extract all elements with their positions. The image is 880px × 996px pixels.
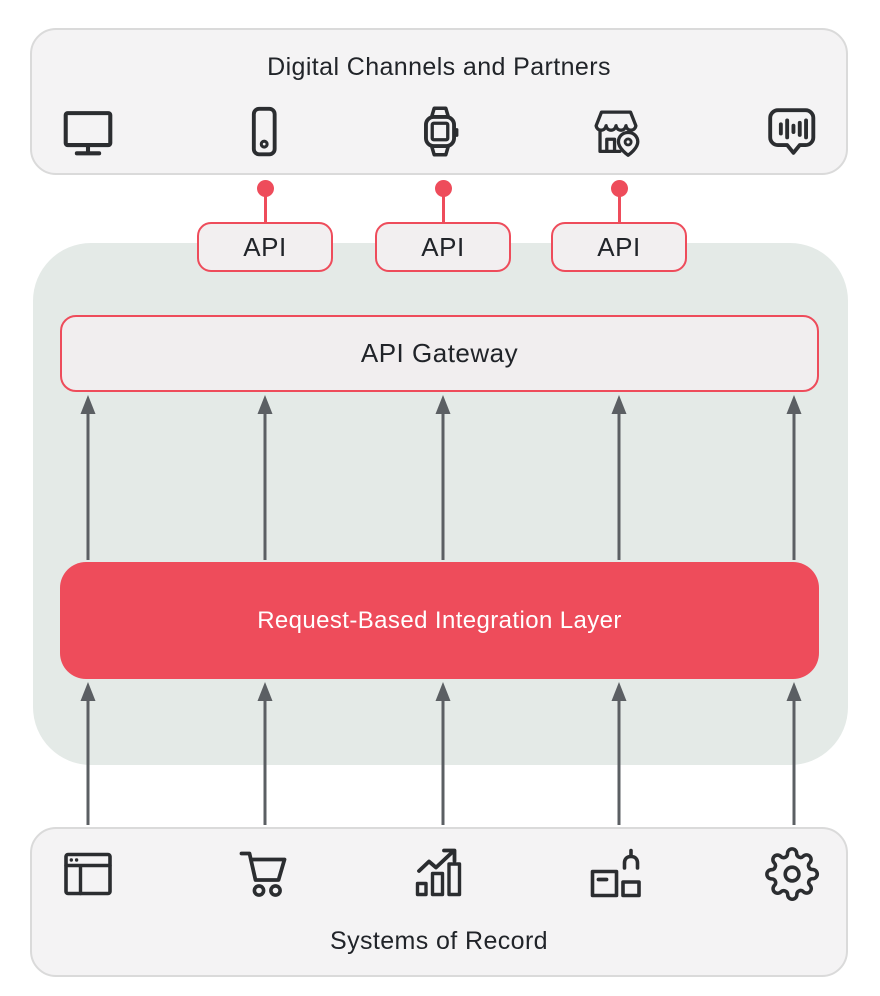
connector-stem [263, 188, 267, 224]
api-chip: API [197, 222, 333, 272]
connector-stem [617, 188, 621, 224]
voice-assistant-icon [761, 101, 823, 163]
api-chip-label: API [421, 231, 465, 262]
production-icon [584, 842, 648, 906]
api-chip-label: API [243, 231, 287, 262]
systems-icon-row [32, 842, 846, 906]
systems-panel: Systems of Record [30, 827, 848, 977]
web-app-icon [56, 842, 120, 906]
channels-panel: Digital Channels and Partners [30, 28, 848, 175]
connector-dot [610, 180, 628, 197]
systems-panel-title: Systems of Record [330, 927, 548, 955]
analytics-icon [408, 842, 472, 906]
connector-stem [441, 188, 445, 224]
integration-layer-label: Request-Based Integration Layer [257, 606, 622, 634]
connector-dot [434, 180, 452, 197]
api-chip: API [551, 222, 687, 272]
gear-icon [760, 842, 824, 906]
smartwatch-icon [409, 101, 471, 163]
api-gateway-box: API Gateway [60, 315, 819, 392]
connector-dot [256, 180, 274, 197]
store-location-icon [585, 101, 647, 163]
integration-layer-box: Request-Based Integration Layer [60, 562, 819, 679]
shopping-cart-icon [232, 842, 296, 906]
api-chip: API [375, 222, 511, 272]
api-chip-label: API [597, 231, 641, 262]
channels-icon-row [32, 101, 846, 163]
api-gateway-label: API Gateway [360, 338, 519, 368]
channels-panel-title: Digital Channels and Partners [267, 53, 611, 81]
mobile-icon [233, 101, 295, 163]
desktop-icon [57, 101, 119, 163]
